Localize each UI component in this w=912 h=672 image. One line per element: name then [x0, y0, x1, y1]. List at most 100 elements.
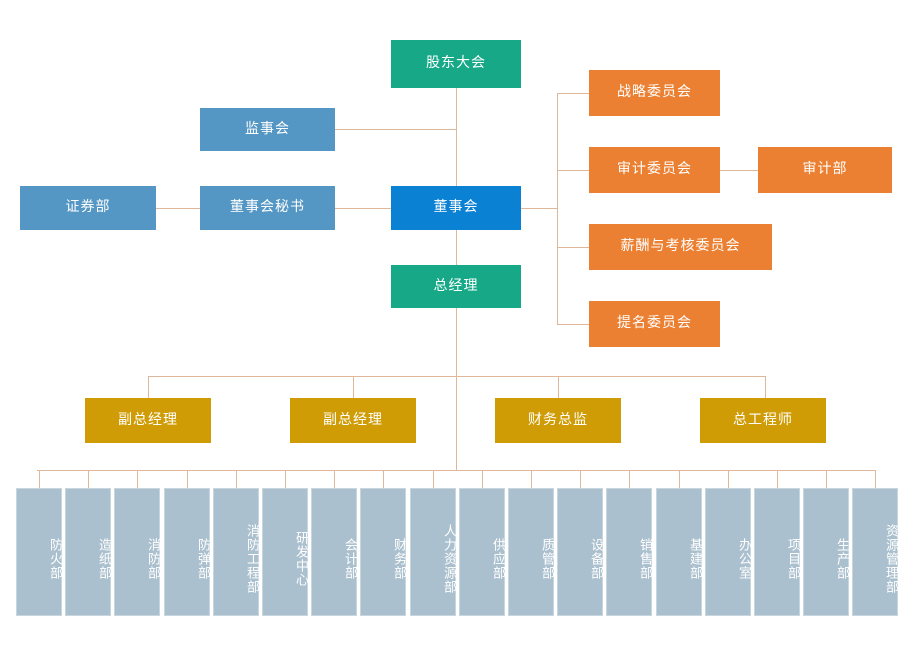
node-department-10[interactable]: 质管部 — [508, 488, 554, 616]
node-label: 防弹部 — [195, 538, 210, 580]
node-department-3[interactable]: 防弹部 — [164, 488, 210, 616]
connector-drop-department-2 — [137, 470, 138, 488]
node-label: 质管部 — [539, 538, 554, 580]
node-department-5[interactable]: 研发中心 — [262, 488, 308, 616]
node-management-deputy-gm-2[interactable]: 副总经理 — [290, 398, 416, 443]
node-committee-compensation[interactable]: 薪酬与考核委员会 — [589, 224, 772, 270]
connector-drop-department-0 — [39, 470, 40, 488]
node-label: 审计委员会 — [617, 161, 692, 178]
connector-drop-department-5 — [285, 470, 286, 488]
node-label: 办公室 — [736, 538, 751, 580]
node-label: 消防部 — [145, 538, 160, 580]
node-department-9[interactable]: 供应部 — [459, 488, 505, 616]
node-committee-nomination[interactable]: 提名委员会 — [589, 301, 720, 347]
connector-department-bus — [37, 470, 875, 471]
node-department-8[interactable]: 人力资源部 — [410, 488, 456, 616]
node-board-of-directors[interactable]: 董事会 — [391, 186, 521, 230]
node-label: 证券部 — [65, 199, 111, 216]
node-board-secretary[interactable]: 董事会秘书 — [200, 186, 335, 230]
connector-shareholders-to-board — [456, 88, 457, 188]
node-general-manager[interactable]: 总经理 — [391, 265, 521, 308]
node-management-cfo[interactable]: 财务总监 — [495, 398, 621, 443]
node-department-4[interactable]: 消防工程部 — [213, 488, 259, 616]
connector-trunk-to-department-bus — [456, 376, 457, 470]
node-department-7[interactable]: 财务部 — [360, 488, 406, 616]
node-label: 财务部 — [391, 538, 406, 580]
node-department-13[interactable]: 基建部 — [656, 488, 702, 616]
connector-board-to-committee-spine — [521, 208, 557, 209]
node-label: 基建部 — [687, 538, 702, 580]
node-label: 董事会秘书 — [230, 199, 305, 216]
node-committee-strategy[interactable]: 战略委员会 — [589, 70, 720, 116]
node-audit-department[interactable]: 审计部 — [758, 147, 892, 193]
connector-secretary-to-board — [335, 208, 391, 209]
node-department-1[interactable]: 造纸部 — [65, 488, 111, 616]
node-label: 项目部 — [785, 538, 800, 580]
connector-drop-department-12 — [629, 470, 630, 488]
node-label: 审计部 — [802, 161, 848, 178]
node-label: 生产部 — [834, 538, 849, 580]
node-label: 人力资源部 — [441, 524, 456, 594]
connector-drop-department-8 — [433, 470, 434, 488]
node-label: 薪酬与考核委员会 — [620, 238, 741, 255]
node-supervisory-board[interactable]: 监事会 — [200, 108, 335, 151]
node-management-deputy-gm-1[interactable]: 副总经理 — [85, 398, 211, 443]
node-label: 销售部 — [637, 538, 652, 580]
connector-drop-department-7 — [383, 470, 384, 488]
connector-drop-department-10 — [531, 470, 532, 488]
node-department-11[interactable]: 设备部 — [557, 488, 603, 616]
connector-spine-to-nomination-committee — [557, 324, 589, 325]
node-label: 股东大会 — [426, 55, 486, 72]
node-label: 战略委员会 — [617, 84, 692, 101]
connector-drop-department-9 — [482, 470, 483, 488]
node-label: 防火部 — [47, 538, 62, 580]
connector-drop-management-0 — [148, 376, 149, 398]
node-label: 会计部 — [342, 538, 357, 580]
connector-securities-to-secretary — [156, 208, 200, 209]
connector-supervisory-to-trunk — [335, 129, 456, 130]
connector-drop-department-1 — [88, 470, 89, 488]
connector-spine-to-strategy-committee — [557, 93, 589, 94]
node-management-chief-engineer[interactable]: 总工程师 — [700, 398, 826, 443]
connector-gm-to-management-bus — [456, 308, 457, 376]
node-department-16[interactable]: 生产部 — [803, 488, 849, 616]
connector-drop-department-13 — [679, 470, 680, 488]
node-department-15[interactable]: 项目部 — [754, 488, 800, 616]
node-label: 造纸部 — [96, 538, 111, 580]
connector-drop-management-2 — [558, 376, 559, 398]
node-label: 研发中心 — [293, 531, 308, 587]
node-department-17[interactable]: 资源管理部 — [852, 488, 898, 616]
node-label: 财务总监 — [528, 411, 588, 428]
node-department-12[interactable]: 销售部 — [606, 488, 652, 616]
node-department-6[interactable]: 会计部 — [311, 488, 357, 616]
node-label: 董事会 — [433, 199, 479, 216]
connector-management-bus — [148, 376, 766, 377]
node-label: 副总经理 — [323, 411, 383, 428]
node-label: 供应部 — [490, 538, 505, 580]
node-label: 总经理 — [433, 277, 479, 294]
connector-board-to-gm — [456, 230, 457, 266]
connector-drop-department-6 — [334, 470, 335, 488]
node-securities-dept[interactable]: 证券部 — [20, 186, 156, 230]
node-department-0[interactable]: 防火部 — [16, 488, 62, 616]
node-shareholders-meeting[interactable]: 股东大会 — [391, 40, 521, 88]
connector-drop-management-1 — [353, 376, 354, 398]
node-label: 副总经理 — [118, 411, 178, 428]
node-label: 设备部 — [588, 538, 603, 580]
connector-drop-department-3 — [187, 470, 188, 488]
node-label: 消防工程部 — [244, 524, 259, 594]
connector-drop-department-16 — [826, 470, 827, 488]
connector-audit-committee-to-audit-dept — [720, 170, 758, 171]
connector-committee-spine — [557, 93, 558, 325]
connector-drop-department-11 — [580, 470, 581, 488]
connector-drop-department-17 — [875, 470, 876, 488]
node-committee-audit[interactable]: 审计委员会 — [589, 147, 720, 193]
node-department-2[interactable]: 消防部 — [114, 488, 160, 616]
connector-drop-department-15 — [777, 470, 778, 488]
node-label: 提名委员会 — [617, 315, 692, 332]
connector-spine-to-compensation-committee — [557, 247, 589, 248]
node-department-14[interactable]: 办公室 — [705, 488, 751, 616]
connector-spine-to-audit-committee — [557, 170, 589, 171]
node-label: 总工程师 — [733, 411, 793, 428]
